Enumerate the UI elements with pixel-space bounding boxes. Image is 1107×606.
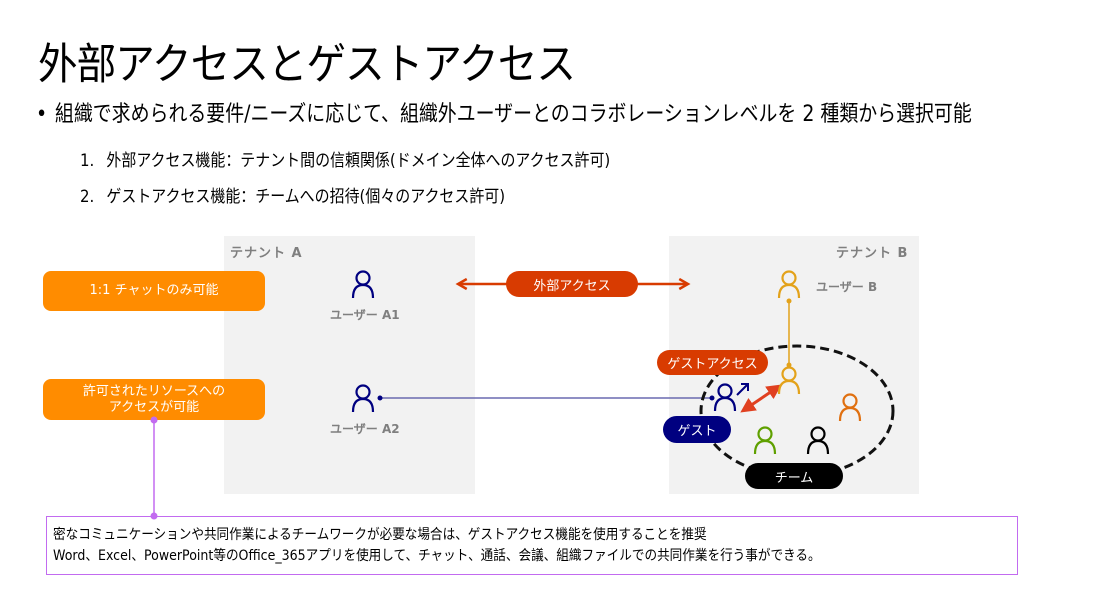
link-dot: [709, 395, 715, 401]
note-line1: 密なコミュニケーションや共同作業によるチームワークが必要な場合は、ゲストアクセス…: [53, 527, 707, 543]
list-number: 2.: [80, 187, 95, 207]
tenant-b-label: テナント B: [836, 246, 909, 261]
list-item-guest: 2. ゲストアクセス機能：チームへの招待(個々のアクセス許可): [80, 182, 505, 207]
callout-text-line2: アクセスが可能: [108, 399, 200, 415]
pill-text: ゲスト: [677, 424, 717, 439]
list-number: 1.: [80, 151, 95, 171]
callout-text: 1:1 チャットのみ可能: [89, 283, 219, 298]
guest-member-arrow: [740, 384, 782, 413]
team-member-orange-icon: [838, 393, 862, 422]
guest-invite-arrow-icon: [736, 384, 748, 396]
pill-text: ゲストアクセス: [667, 357, 758, 372]
guest-access-label: ゲストアクセス: [657, 350, 768, 375]
user-a2-icon: [351, 384, 375, 413]
list-item-external: 1. 外部アクセス機能：テナント間の信頼関係(ドメイン全体へのアクセス許可): [80, 146, 610, 171]
list-text: ゲストアクセス機能：チームへの招待(個々のアクセス許可): [106, 187, 506, 207]
tenant-a-panel: [224, 236, 475, 494]
bullet-dot-icon: •: [36, 102, 48, 127]
link-dot: [786, 298, 792, 304]
connector-dot: [150, 416, 158, 424]
user-b-label: ユーザー B: [816, 280, 878, 294]
user-a1-label: ユーザー A1: [330, 308, 400, 322]
bullet-text: 組織で求められる要件/ニーズに応じて、組織外ユーザーとのコラボレーションレベルを…: [54, 102, 972, 127]
pill-text: チーム: [774, 470, 814, 486]
link-dot: [377, 395, 383, 401]
page-title: 外部アクセスとゲストアクセス: [38, 40, 576, 90]
team-member-green-icon: [753, 426, 777, 455]
pill-text: 外部アクセス: [533, 278, 611, 294]
user-a2-label: ユーザー A2: [330, 422, 400, 436]
user-b-icon: [777, 270, 801, 299]
bullet-point: •組織で求められる要件/ニーズに応じて、組織外ユーザーとのコラボレーションレベル…: [36, 96, 972, 128]
callout-chat-only: 1:1 チャットのみ可能: [43, 271, 265, 311]
guest-label: ゲスト: [663, 416, 731, 443]
link-dot: [786, 362, 792, 368]
tenant-a-label: テナント A: [230, 246, 303, 261]
list-text: 外部アクセス機能：テナント間の信頼関係(ドメイン全体へのアクセス許可): [106, 151, 611, 171]
callout-text-line1: 許可されたリソースへの: [82, 383, 226, 399]
user-a1-icon: [351, 270, 375, 299]
user-b-member-icon: [777, 366, 801, 395]
note-line2: Word、Excel、PowerPoint等のOffice_365アプリを使用し…: [53, 548, 821, 564]
team-label: チーム: [745, 463, 843, 489]
callout-resource-access: 許可されたリソースへの アクセスが可能: [43, 379, 265, 420]
recommendation-note: 密なコミュニケーションや共同作業によるチームワークが必要な場合は、ゲストアクセス…: [46, 516, 1018, 575]
guest-user-icon: [713, 383, 737, 412]
external-access-label: 外部アクセス: [506, 271, 638, 297]
team-member-black-icon: [806, 426, 830, 455]
